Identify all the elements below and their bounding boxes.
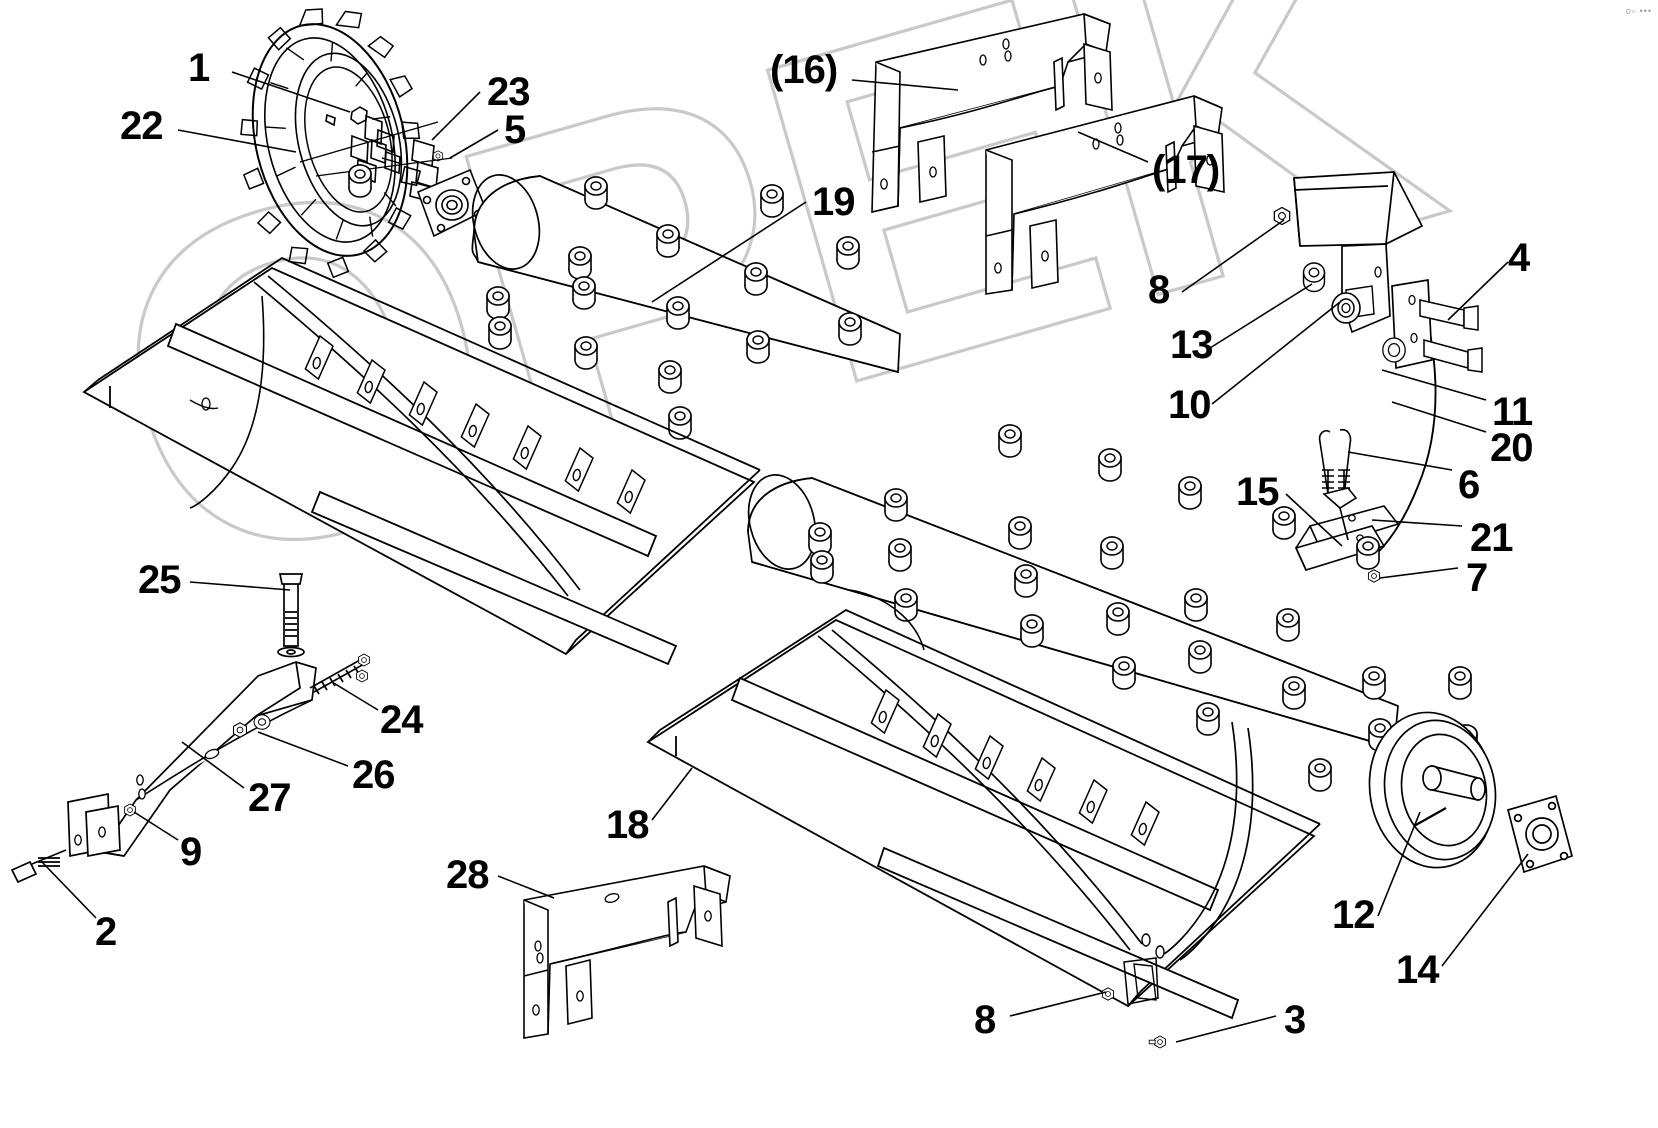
- callout-7: 7: [1466, 556, 1488, 600]
- callout-11: 11: [1492, 390, 1533, 434]
- callout-6: 6: [1458, 463, 1480, 507]
- callout-26: 26: [352, 753, 395, 797]
- callout-23: 23: [487, 70, 530, 114]
- frame-lower: [646, 608, 1321, 1049]
- callout-19: 19: [812, 180, 855, 224]
- spring-mount-assembly: [1273, 171, 1483, 583]
- bracket-17: [985, 95, 1225, 295]
- callout-12: 12: [1332, 893, 1375, 937]
- u-bolt-6: [1318, 428, 1352, 497]
- callout-22: 22: [120, 104, 163, 148]
- bolt-3: [1148, 1035, 1166, 1049]
- bracket-16: [871, 13, 1113, 214]
- packer-roller-lower: [747, 424, 1478, 812]
- callout-4: 4: [1508, 236, 1530, 280]
- callout-8-bottom: 8: [974, 998, 996, 1042]
- corner-mark: o▫ •••: [1625, 6, 1652, 16]
- callout-20: 20: [1490, 426, 1533, 470]
- callout-24: 24: [380, 698, 423, 742]
- washer-13: [1331, 292, 1361, 324]
- callout-1: 1: [188, 46, 210, 90]
- callout-17: (17): [1152, 148, 1220, 192]
- callout-14: 14: [1396, 948, 1439, 992]
- bushing-10: [1302, 262, 1326, 293]
- roller-end-assembly: [1368, 711, 1574, 874]
- bearing-flange-left: [416, 168, 488, 238]
- callout-25: 25: [138, 558, 181, 602]
- adjustment-linkage: [10, 573, 370, 884]
- bracket-28: [523, 865, 731, 1039]
- callout-8-top: 8: [1148, 268, 1170, 312]
- packer-roller-upper: [348, 164, 901, 440]
- washer-11: [1382, 337, 1406, 363]
- callout-3: 3: [1284, 998, 1306, 1042]
- callout-5: 5: [504, 108, 526, 152]
- callout-15: 15: [1236, 470, 1279, 514]
- callout-16: (16): [770, 48, 838, 92]
- cage-wheel-part: [240, 8, 453, 279]
- callout-13: 13: [1170, 323, 1213, 367]
- frame-upper: [82, 256, 761, 666]
- callout-2: 2: [95, 910, 117, 954]
- callout-18: 18: [606, 803, 649, 847]
- callout-9: 9: [180, 830, 202, 874]
- callout-27: 27: [248, 776, 291, 820]
- callout-10: 10: [1168, 383, 1211, 427]
- callout-28: 28: [446, 853, 489, 897]
- callout-21: 21: [1470, 516, 1513, 560]
- bolt-25: [277, 573, 305, 658]
